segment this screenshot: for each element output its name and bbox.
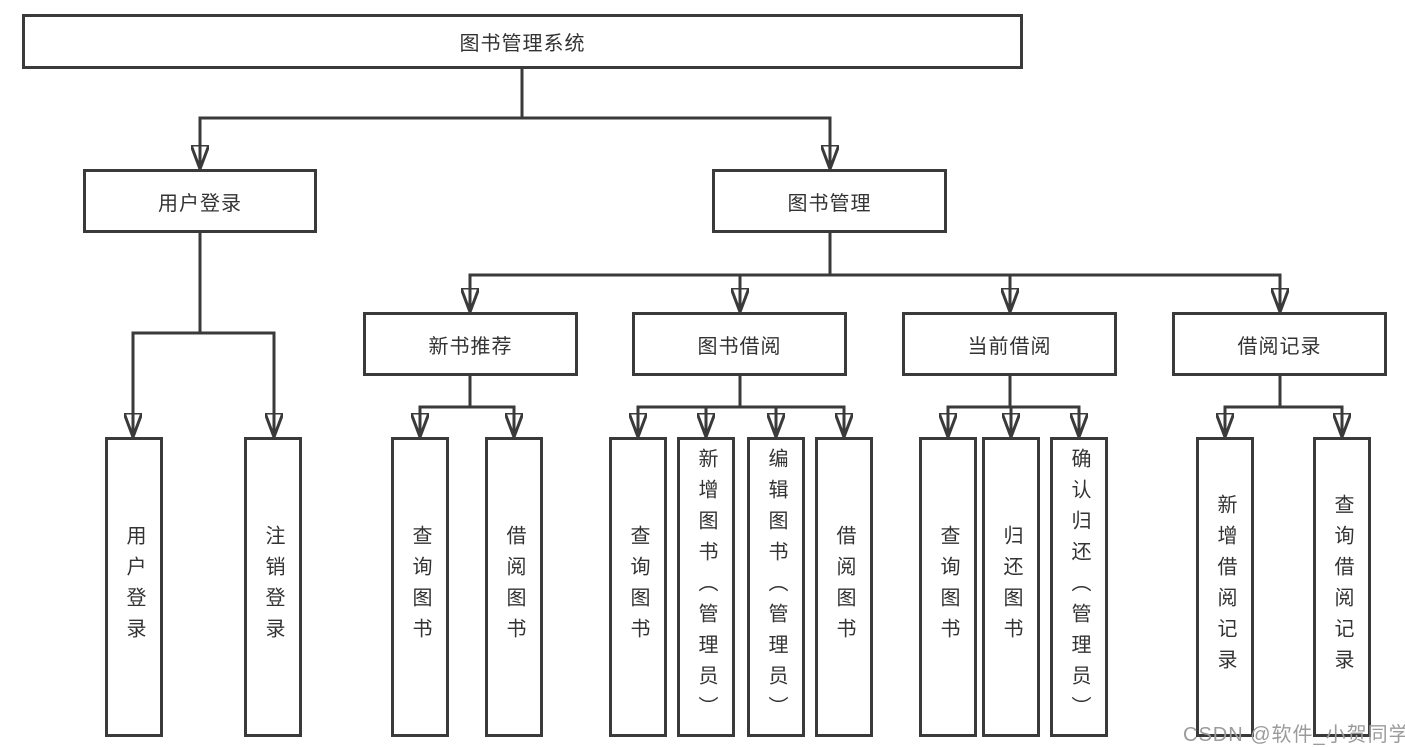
leaf-label: 归还图书	[1000, 525, 1022, 649]
connector-new-book-trunk	[418, 376, 516, 409]
node-current-borrowing: 当前借阅	[902, 312, 1117, 376]
leaf-label: 借阅图书	[503, 525, 525, 649]
leaf-edit-books-admin: 编辑图书（管理员）	[747, 437, 805, 737]
leaf-add-borrow-record: 新增借阅记录	[1196, 437, 1254, 737]
leaf-label: 查询图书	[409, 525, 431, 649]
leaf-label: 新增图书（管理员）	[695, 447, 717, 727]
leaf-return-books: 归还图书	[982, 437, 1040, 737]
leaf-confirm-return-admin: 确认归还（管理员）	[1050, 437, 1108, 737]
connector-current-borrow-trunk	[946, 376, 1081, 409]
node-label: 新书推荐	[428, 335, 513, 358]
leaf-label: 确认归还（管理员）	[1068, 447, 1090, 727]
leaf-query-books-borrowing: 查询图书	[609, 437, 667, 737]
csdn-watermark: CSDN @软件_小贺同学	[1183, 724, 1405, 746]
node-book-management: 图书管理	[712, 169, 947, 233]
node-label: 当前借阅	[967, 335, 1052, 358]
leaf-label: 查询借阅记录	[1331, 494, 1353, 680]
leaf-logout: 注销登录	[244, 437, 302, 737]
leaf-borrow-books-recommend: 借阅图书	[485, 437, 543, 737]
node-borrowing-records: 借阅记录	[1172, 312, 1387, 376]
connector-book-management-trunk	[468, 233, 1282, 277]
connector-borrow-records-trunk	[1223, 376, 1344, 409]
node-label: 图书管理	[787, 192, 872, 215]
connector-user-login-trunk	[131, 233, 276, 335]
node-label: 图书借阅	[697, 335, 782, 358]
leaf-borrow-books: 借阅图书	[815, 437, 873, 737]
leaf-user-login: 用户登录	[105, 437, 163, 737]
leaf-query-books-recommend: 查询图书	[391, 437, 449, 737]
node-book-borrowing: 图书借阅	[632, 312, 847, 376]
node-new-book-recommend: 新书推荐	[363, 312, 578, 376]
leaf-label: 编辑图书（管理员）	[765, 447, 787, 727]
leaf-label: 注销登录	[262, 525, 284, 649]
leaf-query-books-current: 查询图书	[919, 437, 977, 737]
leaf-label: 新增借阅记录	[1214, 494, 1236, 680]
leaf-label: 查询图书	[937, 525, 959, 649]
leaf-add-books-admin: 新增图书（管理员）	[677, 437, 735, 737]
leaf-label: 查询图书	[627, 525, 649, 649]
connector-root-trunk	[198, 69, 832, 120]
leaf-query-borrow-record: 查询借阅记录	[1313, 437, 1371, 737]
node-label: 借阅记录	[1237, 335, 1322, 358]
node-label: 用户登录	[158, 192, 242, 215]
leaf-label: 用户登录	[123, 525, 145, 649]
leaf-label: 借阅图书	[833, 525, 855, 649]
node-library-management-system: 图书管理系统	[22, 14, 1023, 69]
connector-book-borrow-trunk	[636, 376, 846, 409]
node-user-login: 用户登录	[83, 169, 317, 233]
node-label: 图书管理系统	[459, 33, 586, 55]
